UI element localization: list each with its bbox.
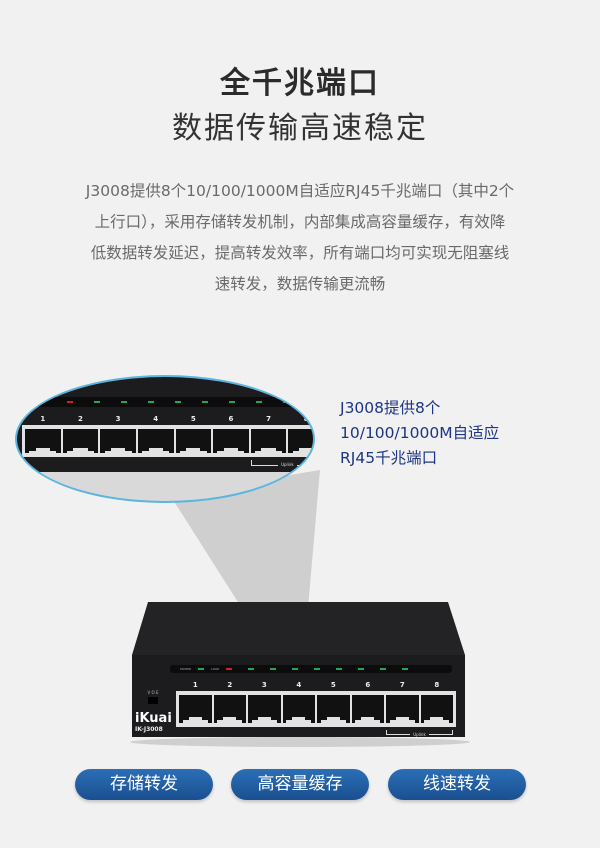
uplink-bracket: Uplink xyxy=(250,460,313,467)
description-line: 速转发，数据传输更流畅 xyxy=(214,275,386,293)
page-title: 全千兆端口 xyxy=(220,66,380,101)
rj45-port-3[interactable] xyxy=(248,695,281,724)
description-line: 上行口），采用存储转发机制，内部集成高容量缓存，有效降 xyxy=(94,213,506,231)
rj45-port-8[interactable] xyxy=(288,429,313,454)
rj45-port-2[interactable] xyxy=(213,695,246,724)
rj45-port-6[interactable] xyxy=(213,429,249,454)
port-led xyxy=(336,668,343,670)
description-line: 低数据转发延迟，提高转发效率，所有端口均可实现无阻塞线 xyxy=(90,244,510,262)
uplink-label: Uplink xyxy=(278,462,297,467)
port-led xyxy=(270,668,277,670)
port-number: 4 xyxy=(296,681,302,689)
feature-high-cache-button[interactable]: 高容量缓存 xyxy=(231,769,369,800)
port-number: 4 xyxy=(153,415,159,423)
feature-store-forward-button[interactable]: 存储转发 xyxy=(75,769,213,800)
port-led xyxy=(314,668,321,670)
brand-logo: iKuai xyxy=(135,711,172,726)
port-number: 5 xyxy=(330,681,336,689)
port-number: 8 xyxy=(434,681,440,689)
rj45-port-7[interactable] xyxy=(386,695,419,724)
port-number: 3 xyxy=(115,415,121,423)
port-number: 3 xyxy=(261,681,267,689)
description-line: J3008提供8个10/100/1000M自适应RJ45千兆端口（其中2个 xyxy=(85,182,515,200)
led-indicator-bar: POWER LOOP xyxy=(170,665,452,673)
port-number: 8 xyxy=(303,415,309,423)
uplink-bracket: Uplink xyxy=(386,730,453,737)
port-led xyxy=(175,401,181,403)
rj45-port-7[interactable] xyxy=(250,429,287,454)
port-led xyxy=(380,668,387,670)
port-led xyxy=(402,668,409,670)
port-number: 1 xyxy=(192,681,198,689)
port-number: 6 xyxy=(228,415,234,423)
rj45-port-5[interactable] xyxy=(317,695,350,724)
callout-line: 10/100/1000M自适应 xyxy=(340,424,500,442)
rj45-port-4[interactable] xyxy=(137,429,174,454)
port-led xyxy=(248,668,255,670)
rj45-port-2[interactable] xyxy=(62,429,99,454)
description: J3008提供8个10/100/1000M自适应RJ45千兆端口（其中2个 上行… xyxy=(40,176,560,300)
switch-label: V O E xyxy=(147,690,159,695)
port-led xyxy=(256,401,262,403)
rj45-port-8[interactable] xyxy=(420,695,453,724)
rj45-port-3[interactable] xyxy=(100,429,136,454)
rj45-port-6[interactable] xyxy=(351,695,384,724)
rj45-port-5[interactable] xyxy=(175,429,212,454)
port-number: 7 xyxy=(266,415,271,423)
rj45-port-1[interactable] xyxy=(25,429,61,454)
port-led xyxy=(283,401,289,403)
port-led xyxy=(229,401,235,403)
led xyxy=(198,668,205,670)
led-indicator-bar xyxy=(37,397,302,407)
feature-line-speed-button[interactable]: 线速转发 xyxy=(388,769,526,800)
port-number: 2 xyxy=(227,681,233,689)
port-number: 1 xyxy=(40,415,46,423)
port-number: 7 xyxy=(399,681,405,689)
port-led xyxy=(292,668,299,670)
callout-line: RJ45千兆端口 xyxy=(340,449,438,467)
rj45-port-1[interactable] xyxy=(179,695,212,724)
port-led xyxy=(121,401,127,403)
led xyxy=(226,668,233,670)
led-label: LOOP xyxy=(211,667,220,671)
page-subtitle: 数据传输高速稳定 xyxy=(172,111,428,146)
callout-line: J3008提供8个 xyxy=(340,399,441,417)
dip-switch[interactable] xyxy=(148,697,158,704)
port-number: 6 xyxy=(365,681,371,689)
port-row xyxy=(176,691,456,727)
port-led xyxy=(358,668,365,670)
port-led xyxy=(202,401,208,403)
uplink-label: Uplink xyxy=(410,732,429,737)
port-number: 2 xyxy=(78,415,83,423)
rj45-port-4[interactable] xyxy=(282,695,315,724)
led-label: POWER xyxy=(180,667,192,671)
model-label: IK-J3008 xyxy=(135,726,163,733)
port-number: 5 xyxy=(190,415,196,423)
port-led xyxy=(94,401,100,403)
port-led xyxy=(148,401,154,403)
callout-text: J3008提供8个 10/100/1000M自适应 RJ45千兆端口 xyxy=(340,396,499,471)
port-row xyxy=(22,425,313,457)
led xyxy=(67,401,73,403)
